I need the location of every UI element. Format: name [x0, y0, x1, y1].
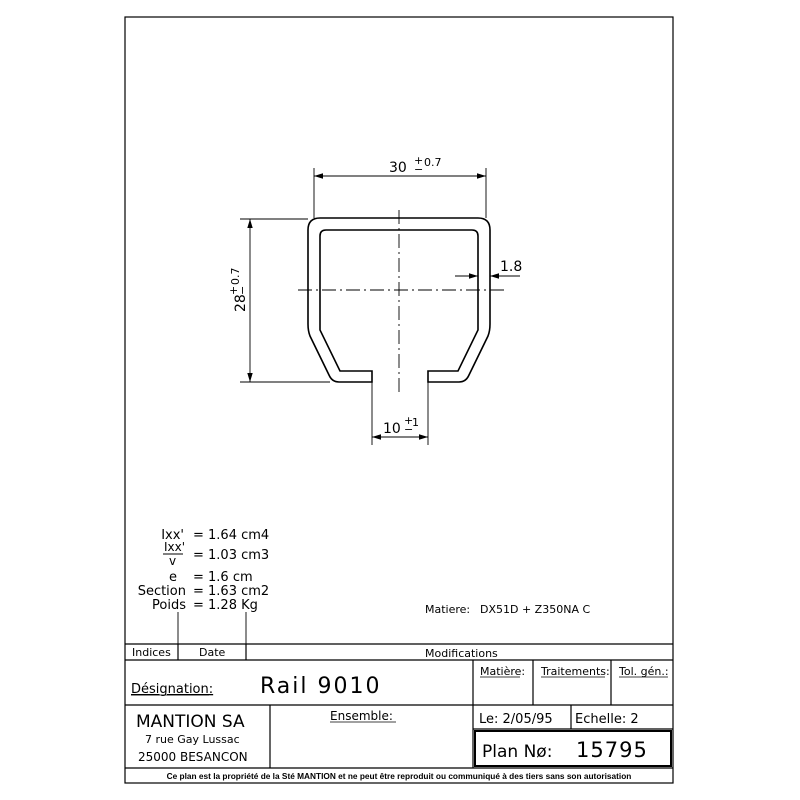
width-value: 30 [389, 160, 407, 176]
width-tol-sign-top: + [414, 154, 423, 167]
section-label: Section [138, 584, 186, 599]
date-value: Le: 2/05/95 [479, 712, 553, 727]
tol-gen-header: Tol. gén.: [618, 665, 669, 678]
height-tol: 0.7 [229, 268, 242, 286]
opening-tol-sign-top: + [404, 414, 413, 427]
ixx-label: Ixx' [161, 528, 184, 543]
material-value: DX51D + Z350NA C [480, 603, 590, 616]
thickness-value: 1.8 [500, 259, 522, 275]
opening-value: 10 [383, 421, 401, 437]
poids-value: = 1.28 Kg [193, 598, 258, 613]
width-tol-sign-bottom: − [414, 163, 423, 176]
height-tol-sign-top: + [227, 286, 240, 295]
opening-tol: 1 [412, 416, 419, 429]
echelle-value: Echelle: 2 [575, 712, 639, 727]
company-address-line1: 7 rue Gay Lussac [145, 733, 240, 746]
company-name: MANTION SA [136, 712, 245, 732]
width-tol: 0.7 [424, 156, 442, 169]
title-block [125, 643, 673, 769]
rail-profile-outer [307, 217, 491, 383]
date-header: Date [199, 646, 226, 659]
ixxv-denominator: v [169, 554, 176, 568]
ixxv-value: = 1.03 cm3 [193, 548, 269, 563]
sheet-frame [124, 16, 674, 784]
ixxv-numerator: Ixx' [164, 540, 185, 554]
traitements-header: Traitements: [540, 665, 610, 678]
material-label: Matiere: [425, 603, 470, 616]
section-value: = 1.63 cm2 [193, 584, 269, 599]
designation-value: Rail 9010 [260, 674, 382, 699]
height-tol-sign-bottom: − [236, 286, 249, 295]
company-address-line2: 25000 BESANCON [138, 750, 248, 764]
plan-label: Plan Nø: [482, 742, 552, 762]
ownership-footer: Ce plan est la propriété de la Sté MANTI… [167, 771, 632, 781]
matiere-header: Matière: [480, 665, 525, 678]
height-value: 28 [233, 294, 249, 312]
poids-label: Poids [152, 598, 186, 613]
modifications-header: Modifications [425, 647, 498, 660]
e-value: = 1.6 cm [193, 570, 253, 585]
ensemble-label: Ensemble: [330, 709, 393, 723]
plan-number: 15795 [576, 738, 648, 762]
indices-header: Indices [132, 646, 171, 659]
designation-label: Désignation: [131, 682, 213, 697]
opening-tol-sign-bottom: − [404, 423, 413, 436]
ixx-value: = 1.64 cm4 [193, 528, 269, 543]
e-label: e [169, 570, 177, 585]
